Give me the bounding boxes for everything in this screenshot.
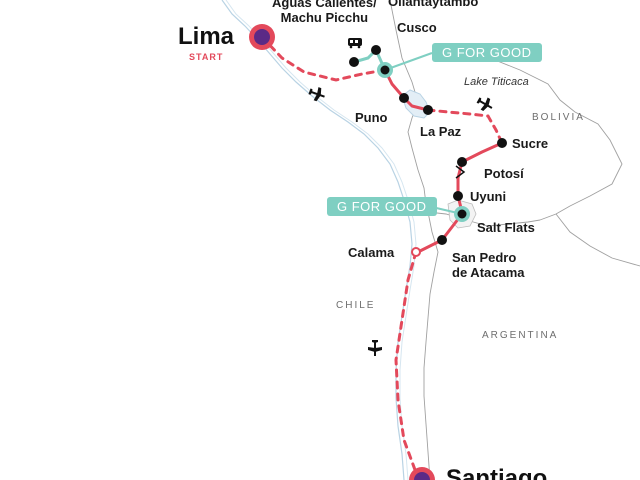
ollantaytambo-label: Ollantaytambo bbox=[388, 0, 479, 9]
stop-san-pedro bbox=[437, 235, 447, 245]
stop-aguas-calientes bbox=[349, 57, 359, 67]
salt-flats-label: Salt Flats bbox=[477, 220, 535, 235]
route-dashed bbox=[260, 35, 504, 480]
route-lima-cusco bbox=[260, 35, 387, 82]
stops bbox=[349, 45, 507, 245]
uyuni-label: Uyuni bbox=[470, 189, 507, 204]
stop-sucre bbox=[497, 138, 507, 148]
lima-label: Lima bbox=[178, 23, 235, 50]
stop-potosi bbox=[457, 157, 467, 167]
lima-marker bbox=[254, 29, 270, 45]
border-argentina-paraguay bbox=[555, 213, 640, 267]
san-pedro-label: San Pedro de Atacama bbox=[452, 250, 525, 280]
route-g-for-good bbox=[352, 47, 387, 72]
la-paz-label: La Paz bbox=[420, 124, 462, 139]
route-sucre-potosi bbox=[460, 141, 504, 164]
airplane-icon bbox=[308, 87, 325, 102]
route-gfg-segment-1 bbox=[352, 47, 387, 72]
country-label-bolivia: BOLIVIA bbox=[532, 112, 585, 123]
gfg-connector-1 bbox=[384, 52, 433, 71]
stop-salt-flats bbox=[457, 209, 467, 219]
stop-cusco bbox=[380, 65, 390, 75]
route-potosi-uyuni bbox=[456, 160, 464, 198]
aguas-calientes-label: Aguas Calientes/ Machu Picchu bbox=[272, 0, 377, 25]
santiago-marker bbox=[414, 472, 430, 480]
border-bolivia-brazil bbox=[454, 44, 623, 221]
border-chile-argentina bbox=[423, 211, 439, 480]
calama-label: Calama bbox=[348, 245, 395, 260]
country-borders bbox=[389, 0, 640, 480]
santiago-label: Santiago bbox=[446, 465, 548, 480]
route-calama-santiago bbox=[394, 250, 420, 480]
stop-la-paz bbox=[423, 105, 433, 115]
coastline-inner bbox=[225, 0, 417, 480]
lake-titicaca-label: Lake Titicaca bbox=[464, 76, 529, 88]
airplane-icon bbox=[476, 97, 493, 112]
g-for-good-badge-salt-flats: G FOR GOOD bbox=[327, 197, 437, 216]
route-lapaz-sucre bbox=[426, 108, 504, 145]
train-icon bbox=[348, 38, 362, 49]
stop-uyuni bbox=[453, 191, 463, 201]
bus-icon bbox=[455, 165, 466, 179]
country-label-argentina: ARGENTINA bbox=[482, 330, 559, 341]
start-label: START bbox=[189, 52, 224, 62]
potosi-label: Potosí bbox=[484, 166, 524, 181]
border-bolivia-argentina bbox=[427, 211, 541, 227]
puno-label: Puno bbox=[355, 110, 388, 125]
stop-ollantaytambo bbox=[371, 45, 381, 55]
cusco-label: Cusco bbox=[397, 20, 437, 35]
sucre-label: Sucre bbox=[512, 136, 549, 151]
stop-calama bbox=[411, 247, 421, 257]
country-label-chile: CHILE bbox=[336, 300, 376, 311]
airplane-icon bbox=[368, 340, 382, 356]
g-for-good-badge-cusco: G FOR GOOD bbox=[432, 43, 542, 62]
stop-puno bbox=[399, 93, 409, 103]
